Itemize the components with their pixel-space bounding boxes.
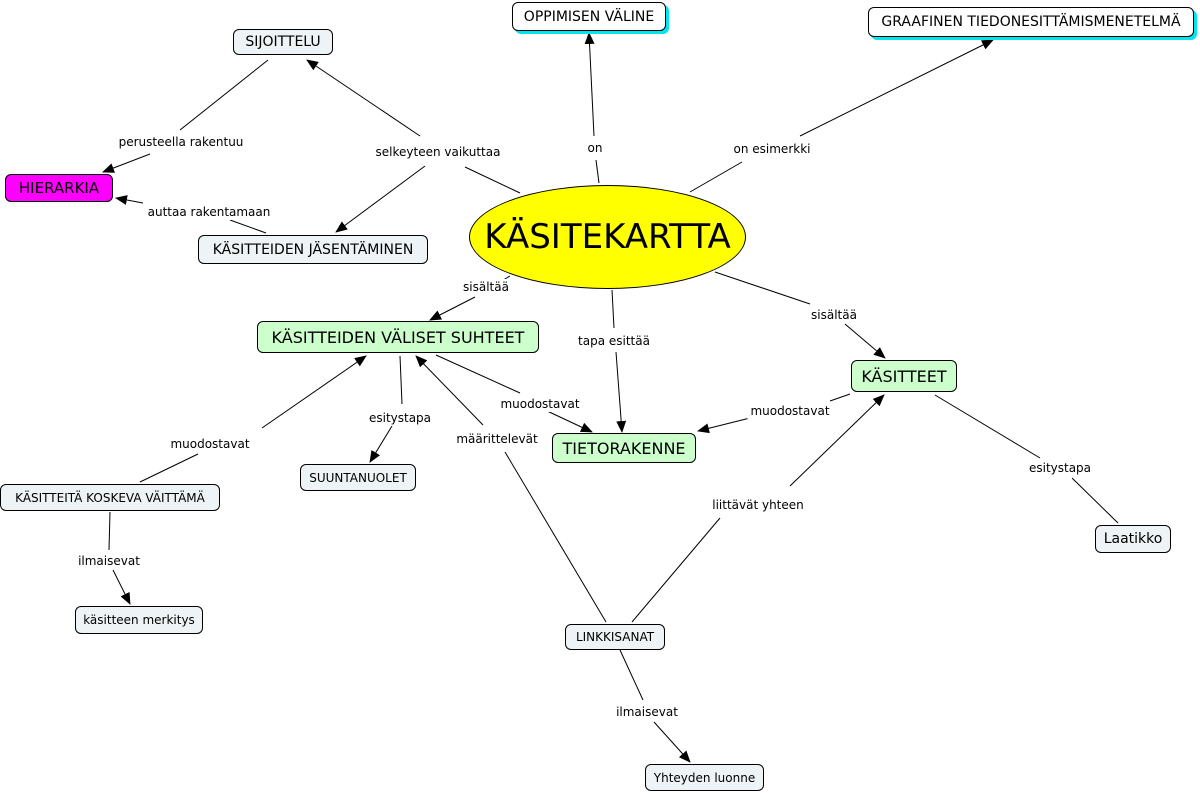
link-label-muodostavat-right: muodostavat — [747, 403, 833, 419]
node-kasitteet-label: KÄSITTEET — [861, 366, 947, 386]
link-label-sisaltaa-left: sisältää — [460, 279, 512, 295]
node-sijoittelu[interactable]: SIJOITTELU — [233, 29, 333, 55]
line-suhteet-to-muodostavat — [435, 354, 521, 394]
node-suuntanuolet[interactable]: SUUNTANUOLET — [300, 464, 416, 491]
link-label-tapa-esittaa: tapa esittää — [575, 333, 653, 349]
arrow-muodostavat-to-tietorakenne — [544, 409, 593, 433]
center-node-label: KÄSITEKARTTA — [484, 217, 731, 257]
line-kasitteet-to-esitystapa — [934, 394, 1041, 459]
arrow-tapa-to-tietorakenne — [615, 351, 627, 433]
arrow-to-graafinen — [799, 39, 994, 137]
node-merkitys-label: käsitteen merkitys — [83, 613, 195, 627]
node-graafinen-label: GRAAFINEN TIEDONESITTÄMISMENETELMÄ — [881, 14, 1181, 30]
link-label-esitystapa-left: esitystapa — [365, 410, 435, 426]
node-kasitteen-merkitys[interactable]: käsitteen merkitys — [75, 606, 203, 634]
link-label-ilmaisevat-left: ilmaisevat — [75, 553, 143, 569]
node-jasentaminen-label: KÄSITTEIDEN JÄSENTÄMINEN — [212, 241, 414, 258]
link-label-maarittelevat: määrittelevät — [453, 431, 541, 447]
node-yhteyden-luonne-label: Yhteyden luonne — [653, 770, 756, 785]
node-kasitteiden-valiset-suhteet[interactable]: KÄSITTEIDEN VÄLISET SUHTEET — [257, 321, 539, 353]
link-label-ilmaisevat-bottom: ilmaisevat — [613, 704, 681, 720]
node-oppimisen-valine-label: OPPIMISEN VÄLINE — [523, 8, 655, 25]
node-vaittama-label: KÄSITTEITÄ KOSKEVA VÄITTÄMÄ — [15, 490, 205, 505]
link-label-on: on — [584, 140, 606, 156]
line-vaittama-to-muodostavat — [139, 453, 199, 483]
arrow-maarittelevat-to-suhteet — [415, 355, 484, 426]
node-sijoittelu-label: SIJOITTELU — [245, 34, 321, 50]
line-linkkisanat-to-liittavat — [631, 517, 721, 623]
node-yhteyden-luonne[interactable]: Yhteyden luonne — [645, 764, 764, 791]
line-sijoittelu-to-label — [179, 59, 269, 131]
node-suuntanuolet-label: SUUNTANUOLET — [309, 470, 407, 485]
node-hierarkia-label: HIERARKIA — [18, 179, 100, 197]
link-label-muodostavat-left: muodostavat — [167, 436, 253, 452]
node-kasitteita-koskeva-vaittama[interactable]: KÄSITTEITÄ KOSKEVA VÄITTÄMÄ — [0, 484, 220, 511]
arrow-to-valiset-suhteet — [429, 296, 476, 321]
arrow-muodostavat-right-to-tietorakenne — [697, 417, 751, 434]
node-tietorakenne[interactable]: TIETORAKENNE — [552, 433, 696, 463]
node-hierarkia[interactable]: HIERARKIA — [5, 174, 113, 202]
link-label-esitystapa-right: esitystapa — [1025, 460, 1095, 476]
arrow-to-sijoittelu — [306, 59, 421, 137]
link-label-on-esimerkki: on esimerkki — [730, 141, 814, 157]
node-linkkisanat[interactable]: LINKKISANAT — [565, 624, 665, 650]
node-laatikko[interactable]: Laatikko — [1095, 525, 1171, 553]
arrow-muodostavat-left-to-suhteet — [261, 355, 367, 429]
line-center-to-on — [595, 159, 600, 184]
link-label-selkeyteen-vaikuttaa: selkeyteen vaikuttaa — [372, 144, 504, 160]
center-node-kasitekartta[interactable]: KÄSITEKARTTA — [469, 185, 746, 289]
node-valiset-suhteet-label: KÄSITTEIDEN VÄLISET SUHTEET — [271, 327, 525, 347]
node-graafinen[interactable]: GRAAFINEN TIEDONESITTÄMISMENETELMÄ — [868, 7, 1194, 37]
line-center-to-tapa-esittaa — [611, 289, 615, 329]
arrow-liittavat-to-kasitteet — [789, 394, 885, 487]
line-linkkisanat-to-ilmaisevat — [619, 649, 644, 701]
line-kasitteet-to-muodostavat — [829, 393, 851, 402]
node-laatikko-label: Laatikko — [1103, 531, 1163, 547]
link-label-auttaa-rakentamaan: auttaa rakentamaan — [144, 204, 274, 220]
arrow-to-yhteyden-luonne — [653, 721, 691, 763]
node-kasitteet[interactable]: KÄSITTEET — [851, 360, 957, 392]
arrow-to-suuntanuolet — [369, 425, 393, 463]
line-suhteet-to-esitystapa — [399, 355, 403, 405]
node-kasitteiden-jasentaminen[interactable]: KÄSITTEIDEN JÄSENTÄMINEN — [198, 235, 428, 264]
arrow-to-kasitteet — [844, 323, 886, 359]
node-linkkisanat-label: LINKKISANAT — [575, 630, 655, 644]
line-jasentaminen-to-auttaa — [229, 219, 267, 234]
node-oppimisen-valine[interactable]: OPPIMISEN VÄLINE — [512, 2, 666, 31]
line-center-to-sisaltaa-right — [714, 271, 811, 305]
link-label-sisaltaa-right: sisältää — [808, 307, 860, 323]
arrow-to-jasentaminen — [335, 165, 426, 233]
arrow-to-oppimisen-valine — [584, 32, 595, 137]
arrow-auttaa-to-hierarkia — [115, 195, 144, 205]
node-tietorakenne-label: TIETORAKENNE — [562, 438, 686, 458]
arrow-to-hierarkia — [102, 153, 151, 173]
line-center-to-on-esimerkki — [689, 161, 743, 193]
line-center-to-selkeyteen — [464, 166, 521, 194]
arrow-to-kasitteen-merkitys — [112, 569, 131, 605]
line-esitystapa-to-laatikko — [1071, 477, 1119, 524]
line-vaittama-to-ilmaisevat — [108, 511, 111, 551]
link-label-liittavat-yhteen: liittävät yhteen — [709, 497, 807, 513]
link-label-muodostavat-mid: muodostavat — [497, 396, 583, 412]
link-label-perusteella-rakentuu: perusteella rakentuu — [115, 134, 247, 150]
line-linkkisanat-to-maarittelevat — [504, 451, 607, 623]
